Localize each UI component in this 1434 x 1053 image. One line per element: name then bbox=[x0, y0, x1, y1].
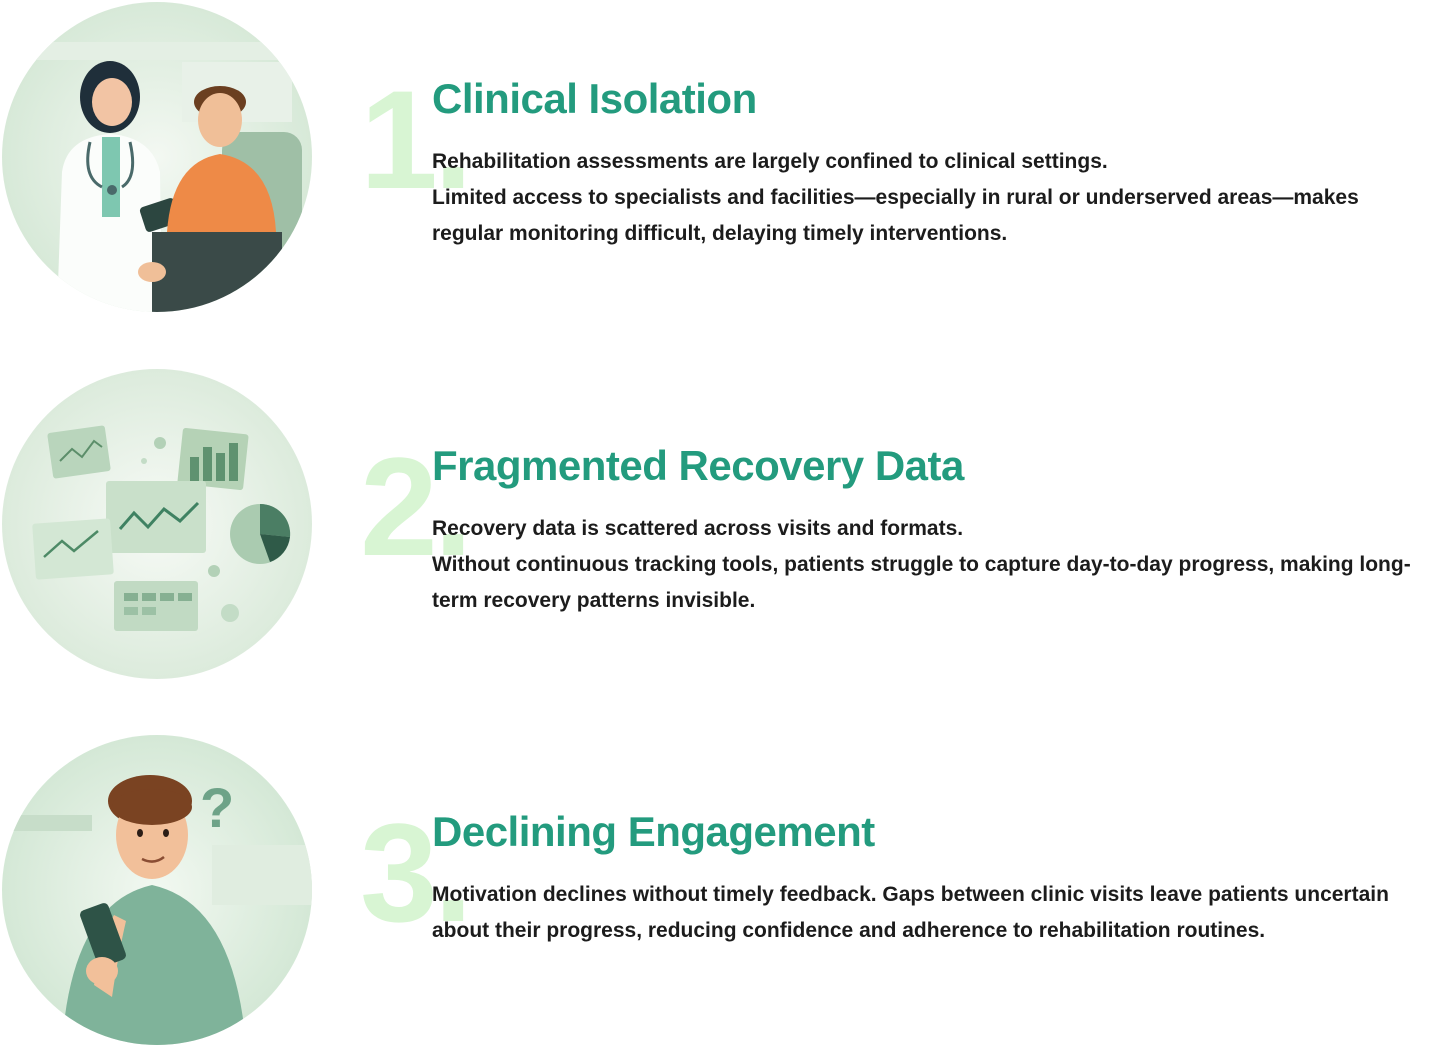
description-line: Limited access to specialists and facili… bbox=[432, 186, 1359, 245]
description-line: Without continuous tracking tools, patie… bbox=[432, 553, 1411, 612]
svg-text:?: ? bbox=[200, 776, 234, 839]
item-description: Rehabilitation assessments are largely c… bbox=[432, 144, 1422, 252]
item-title: Fragmented Recovery Data bbox=[432, 442, 964, 489]
step-number: 1. bbox=[360, 61, 473, 218]
doctor-patient-consultation-illustration bbox=[2, 2, 312, 312]
item-description: Motivation declines without timely feedb… bbox=[432, 877, 1422, 949]
description-line: Rehabilitation assessments are largely c… bbox=[432, 150, 1108, 173]
problem-item-clinical-isolation: 1. Clinical Isolation Rehabilitation ass… bbox=[0, 0, 1434, 320]
item-description: Recovery data is scattered across visits… bbox=[432, 511, 1422, 619]
problem-item-declining-engagement: ? 3. Declining Engagement Motivation dec… bbox=[0, 733, 1434, 1053]
problem-item-fragmented-recovery-data: 2. Fragmented Recovery Data Recovery dat… bbox=[0, 367, 1434, 687]
step-number: 3. bbox=[360, 794, 473, 951]
item-title: Clinical Isolation bbox=[432, 75, 757, 122]
description-line: Motivation declines without timely feedb… bbox=[432, 883, 1389, 942]
item-title: Declining Engagement bbox=[432, 808, 875, 855]
description-line: Recovery data is scattered across visits… bbox=[432, 517, 964, 540]
scattered-charts-illustration bbox=[2, 369, 312, 679]
confused-man-with-phone-illustration: ? bbox=[2, 735, 312, 1045]
step-number: 2. bbox=[360, 428, 473, 585]
